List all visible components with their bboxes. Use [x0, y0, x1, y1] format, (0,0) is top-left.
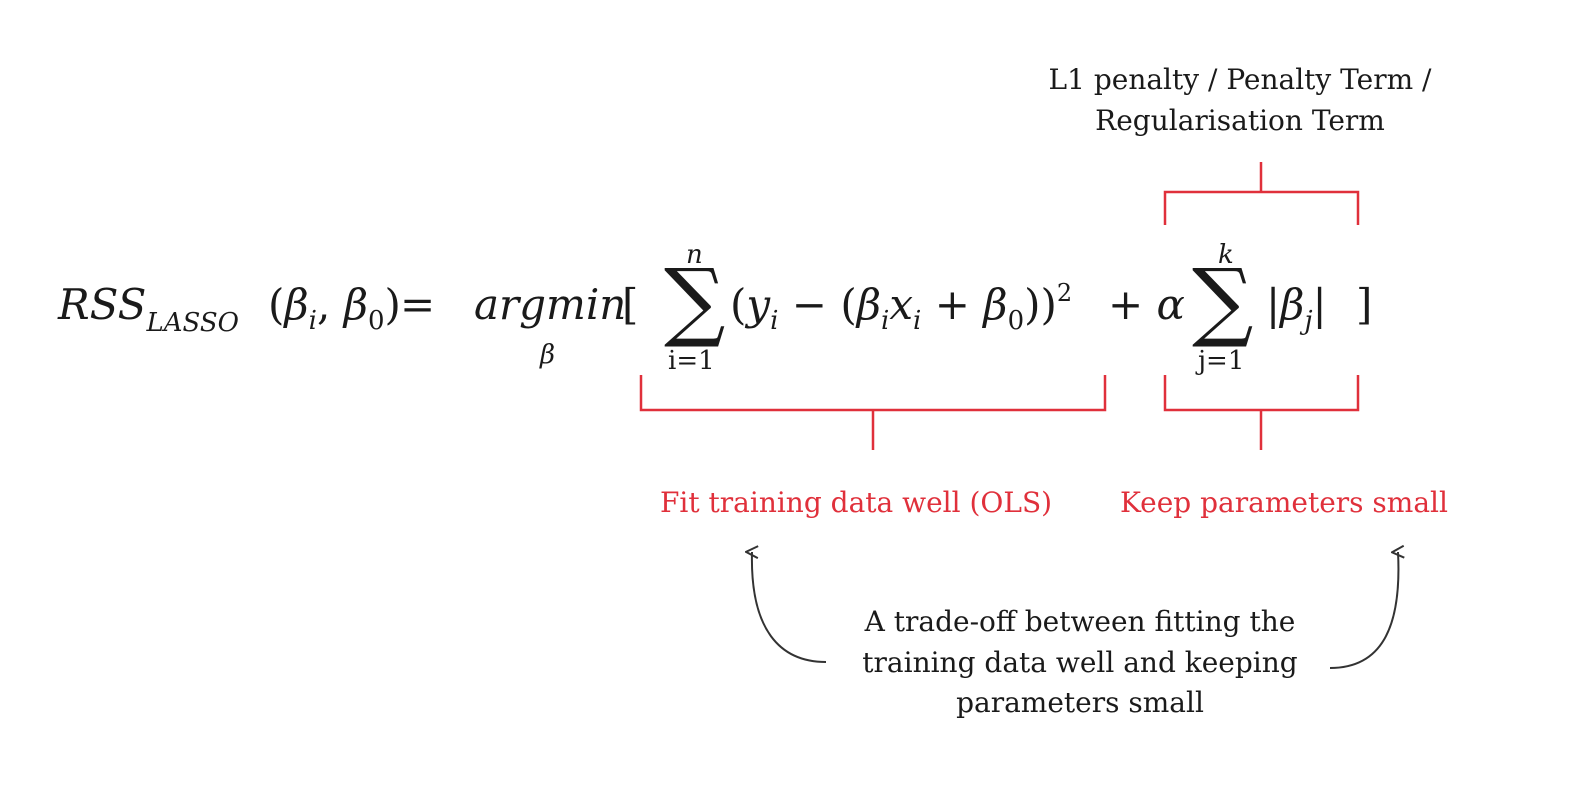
- term-beta-i-sub: i: [881, 306, 890, 336]
- penalty-term-line-2: Regularisation Term: [1095, 103, 1385, 137]
- lhs-close-paren: ): [384, 280, 401, 329]
- term-inner-open: (: [840, 280, 857, 329]
- lhs-beta-i: β: [284, 280, 309, 329]
- penalty-top-brace: [1163, 162, 1360, 225]
- sum2-upper-limit: k: [1218, 240, 1234, 270]
- right-arrow: [1329, 552, 1398, 669]
- residual-term: (yi − (βixi + β0))2: [730, 281, 1072, 334]
- term-x: x: [889, 280, 914, 329]
- term-beta-0-sub: 0: [1007, 306, 1025, 336]
- ols-bottom-brace: [639, 375, 1107, 450]
- term-y: y: [746, 280, 771, 329]
- lhs-rss-main: RSS: [58, 280, 147, 329]
- argmin-subscript: β: [540, 340, 556, 370]
- lhs-beta-0: β: [343, 280, 368, 329]
- left-arrow: [752, 552, 827, 663]
- lhs-args: (βi, β0): [268, 284, 401, 335]
- term-plus: +: [921, 280, 984, 329]
- tradeoff-line-1: A trade-off between fitting the: [864, 605, 1296, 638]
- lhs-rss-sub: LASSO: [146, 308, 239, 338]
- lhs-comma: ,: [317, 280, 344, 329]
- lhs-sub-i: i: [308, 306, 317, 336]
- abs-beta-j: |βj|: [1266, 284, 1327, 335]
- term-beta-i: β: [856, 280, 882, 329]
- lhs-open-paren: (: [268, 280, 285, 329]
- term-beta-0: β: [983, 280, 1008, 329]
- small-params-label: Keep parameters small: [1120, 486, 1448, 519]
- lhs-sub-0: 0: [367, 306, 385, 336]
- sum2-lower-limit: j=1: [1198, 346, 1245, 376]
- term-power: 2: [1056, 279, 1073, 307]
- tradeoff-note: A trade-off between fitting the training…: [830, 602, 1330, 724]
- tradeoff-line-3: parameters small: [956, 686, 1204, 720]
- term-x-sub: i: [913, 306, 922, 336]
- tradeoff-line-2: training data well and keeping: [862, 645, 1298, 679]
- penalty-bottom-brace: [1163, 375, 1360, 450]
- abs-bar-right: |: [1312, 280, 1327, 329]
- sum1-upper-limit: n: [686, 240, 703, 270]
- term-minus: −: [778, 280, 841, 329]
- term-close-parens: )): [1024, 280, 1057, 329]
- abs-beta-sub: j: [1304, 306, 1313, 336]
- sum1-lower-limit: i=1: [668, 346, 715, 376]
- sum1-symbol: ∑: [664, 251, 726, 351]
- equals-sign: =: [400, 280, 436, 329]
- penalty-plus: +: [1108, 280, 1157, 329]
- sum2-symbol: ∑: [1192, 251, 1254, 351]
- abs-beta: β: [1280, 280, 1305, 329]
- ols-label: Fit training data well (OLS): [660, 486, 1053, 519]
- lasso-equation: RSSLASSO (βi, β0) = argmin β [ n ∑ i=1 (…: [58, 240, 1373, 376]
- close-bracket: ]: [1356, 280, 1373, 329]
- penalty-term-label: L1 penalty / Penalty Term / Regularisati…: [1040, 60, 1440, 141]
- abs-bar-left: |: [1266, 280, 1281, 329]
- penalty-term-line-1: L1 penalty / Penalty Term /: [1048, 63, 1432, 96]
- term-y-sub: i: [770, 306, 779, 336]
- lhs-rss: RSSLASSO: [58, 284, 239, 337]
- term-open-paren: (: [730, 280, 747, 329]
- alpha-symbol: α: [1156, 280, 1185, 329]
- argmin-operator: argmin: [474, 280, 627, 329]
- open-bracket: [: [622, 280, 639, 329]
- plus-alpha: + α: [1108, 284, 1185, 326]
